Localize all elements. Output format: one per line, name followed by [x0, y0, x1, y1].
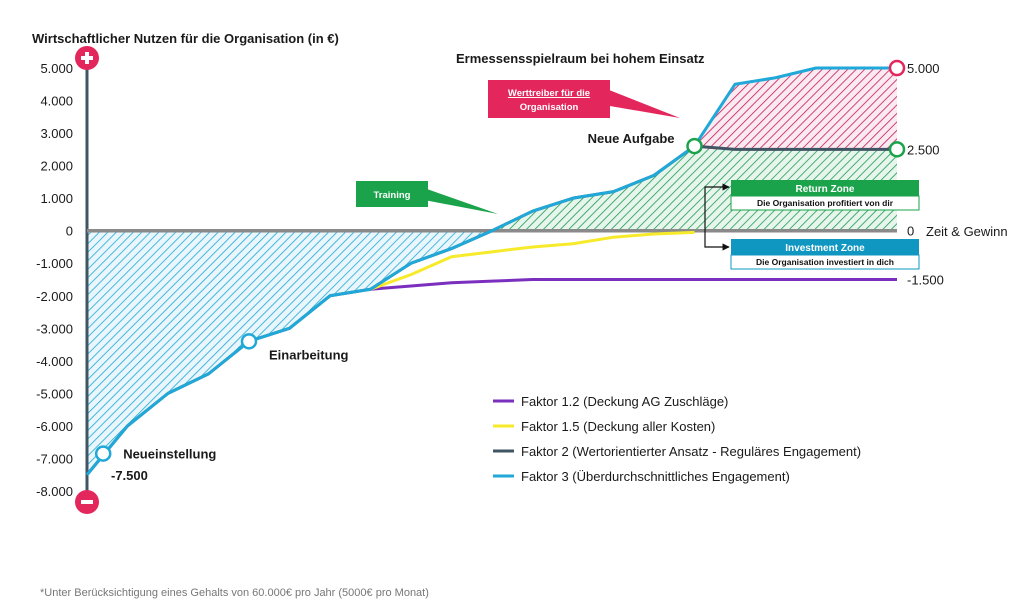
y-tick-label: -2.000: [36, 289, 73, 304]
series-line: [370, 278, 897, 291]
minus-icon: [75, 490, 99, 514]
milestone-label: Neueinstellung: [123, 447, 216, 462]
return-zone-title-bg: [731, 180, 919, 196]
right-value-label: -1.500: [907, 273, 944, 288]
werttreiber-callout: Werttreiber für die Organisation: [488, 80, 680, 118]
werttreiber-line-2: Organisation: [520, 102, 579, 113]
werttreiber-pointer: [604, 88, 680, 118]
zone-arrows: [704, 183, 730, 251]
y-tick-label: -4.000: [36, 354, 73, 369]
y-tick-label: 1.000: [40, 191, 73, 206]
y-tick-label: 4.000: [40, 94, 73, 109]
investment-zone-title: Investment Zone: [785, 243, 865, 254]
training-callout: Training: [356, 181, 498, 214]
y-tick-label: 2.000: [40, 159, 73, 174]
area-fills: [87, 68, 897, 475]
start-value-label: -7.500: [111, 468, 148, 483]
right-value-label: 2.500: [907, 142, 940, 157]
milestone-label: Einarbeitung: [269, 347, 349, 362]
ermessen-annotation: Ermessensspielraum bei hohem Einsatz: [456, 51, 705, 66]
werttreiber-line-1: Werttreiber für die: [508, 88, 590, 99]
y-tick-label: 3.000: [40, 126, 73, 141]
investment-zone-subtitle: Die Organisation investiert in dich: [756, 257, 894, 267]
series-line: [369, 230, 695, 291]
return-zone-sub-bg: [730, 195, 920, 211]
milestone-marker: [240, 333, 258, 350]
y-tick-label: -7.000: [36, 451, 73, 466]
investment-zone-box: Investment Zone Die Organisation investi…: [730, 239, 920, 270]
right-value-label: 0: [907, 224, 914, 239]
axes: 5.000 4.000 3.000 2.000 1.000 0 -1.000 -2.000 -3…: [36, 61, 89, 499]
investment-zone-sub-bg: [730, 254, 920, 270]
legend-label: Faktor 1.2 (Deckung AG Zuschläge): [521, 394, 728, 409]
plus-icon: [75, 46, 99, 70]
series-line: [85, 66, 897, 476]
return-zone-box: Return Zone Die Organisation profitiert …: [730, 180, 920, 211]
y-tick-label: -3.000: [36, 321, 73, 336]
milestone-markers: [94, 59, 906, 462]
legend-label: Faktor 3 (Überdurchschnittliches Engagem…: [521, 469, 790, 484]
y-tick-label: 0: [66, 224, 73, 239]
legend: Faktor 1.2 (Deckung AG Zuschläge) Faktor …: [493, 394, 861, 484]
legend-label: Faktor 2 (Wertorientierter Ansatz - Regu…: [521, 444, 861, 459]
return-zone-arrow: [704, 183, 730, 230]
y-tick-label: 5.000: [40, 61, 73, 76]
return-zone-title: Return Zone: [796, 184, 855, 195]
investment-area: [87, 230, 492, 475]
footnote: *Unter Berücksichtigung eines Gehalts vo…: [40, 587, 429, 599]
right-value-label: 5.000: [907, 61, 940, 76]
werttreiber-area: [694, 68, 897, 150]
y-axis-label: Wirtschaftlicher Nutzen für die Organisa…: [32, 31, 339, 46]
training-box: [356, 181, 428, 207]
milestone-marker: [94, 445, 112, 462]
xlabel: Zeit & Gewinn: [926, 224, 1008, 239]
y-tick-label: -1.000: [36, 256, 73, 271]
series-lines: [85, 66, 897, 476]
werttreiber-box: [488, 80, 610, 118]
y-tick-label: -8.000: [36, 484, 73, 499]
y-tick-label: -5.000: [36, 386, 73, 401]
milestone-marker: [686, 137, 703, 155]
legend-label: Faktor 1.5 (Deckung aller Kosten): [521, 419, 715, 434]
marker-5000: [888, 59, 906, 77]
milestone-label: Neue Aufgabe: [588, 131, 675, 146]
investment-zone-title-bg: [731, 239, 919, 255]
training-pointer: [424, 188, 498, 214]
y-tick-label: -6.000: [36, 419, 73, 434]
investment-zone-arrow: [704, 230, 730, 251]
marker-2500: [888, 141, 906, 158]
return-zone-subtitle: Die Organisation profitiert von dir: [757, 198, 894, 208]
training-label: Training: [374, 190, 411, 201]
